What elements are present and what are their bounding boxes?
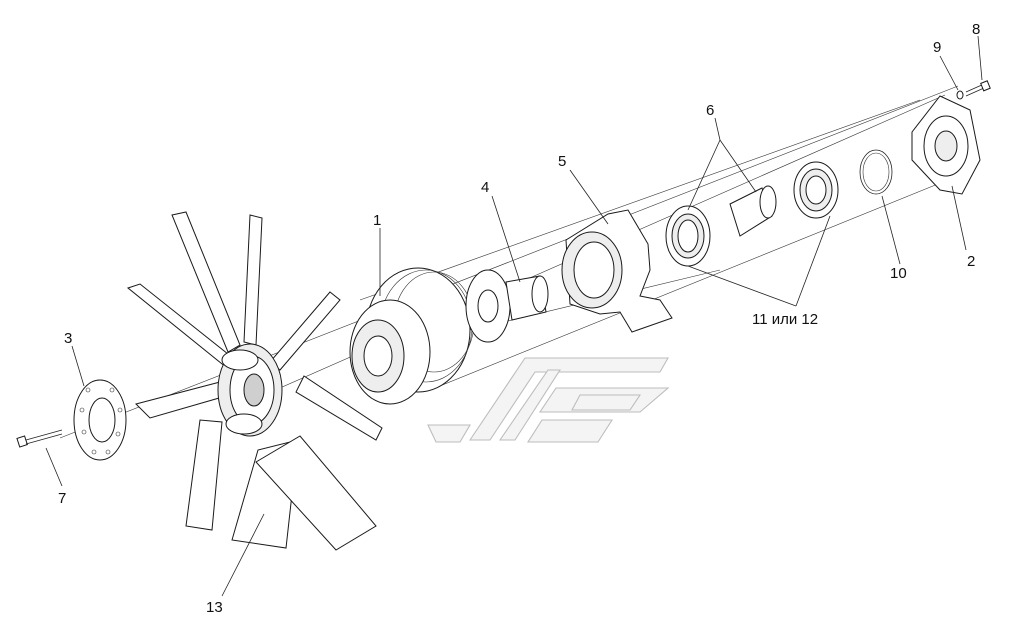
label-5: 5 <box>558 153 566 170</box>
gasket-3 <box>73 379 127 461</box>
pulley-1 <box>349 267 475 405</box>
cover-2 <box>911 95 981 195</box>
label-11-12: 11 или 12 <box>752 311 818 328</box>
bushing-6 <box>729 185 777 237</box>
label-2: 2 <box>967 253 975 270</box>
label-8: 8 <box>972 21 980 38</box>
label-9: 9 <box>933 39 941 56</box>
label-6: 6 <box>706 102 714 119</box>
label-10: 10 <box>890 265 907 282</box>
housing-5 <box>561 209 673 333</box>
washer-9 <box>956 90 964 100</box>
retaining-ring-10 <box>859 149 893 195</box>
bearing-11-12-right <box>793 161 839 219</box>
label-13: 13 <box>206 599 223 616</box>
watermark-logo <box>427 357 670 443</box>
bolt-8 <box>965 80 991 97</box>
leader-lines <box>45 35 983 597</box>
label-4: 4 <box>481 179 489 196</box>
fan-assembly <box>126 211 383 551</box>
label-7: 7 <box>58 490 66 507</box>
label-1: 1 <box>373 212 381 229</box>
callout-labels: 1 2 3 4 5 6 7 8 9 10 11 или 12 13 <box>58 21 980 616</box>
bearing-11-12-left <box>665 205 711 267</box>
bolt-7 <box>16 429 63 448</box>
hub-4 <box>465 269 549 343</box>
label-3: 3 <box>64 330 72 347</box>
